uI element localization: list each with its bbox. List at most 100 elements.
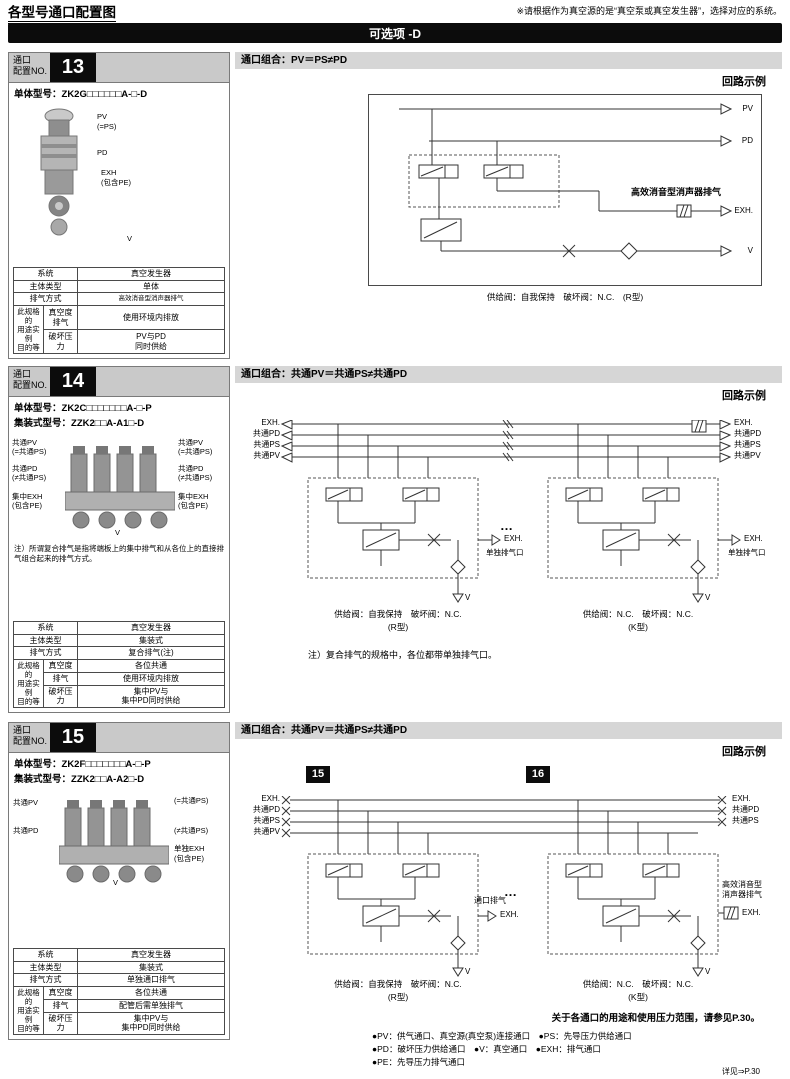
spec-label: 排气方式 (13, 973, 78, 987)
see-more-ref: 详见⇒P.30 (721, 1067, 760, 1076)
fig-label: (=共通PS) (174, 796, 209, 805)
spec-table: 系统真空发生器 主体类型集装式 排气方式复合排气(注) 此规格的 用途实例 目的… (13, 621, 225, 708)
model-value: ZZK2□□A-A1□-D (71, 418, 145, 429)
port-legend: ●PV：供气通口、真空源(真空泵)连接通口 ●PS：先导压力供给通口 ●PD：破… (372, 1030, 632, 1070)
panel-header: 通口 配置NO. 14 (9, 367, 229, 397)
spec-usage-label: 此规格的 用途实例 目的等 (13, 659, 44, 708)
circuit-note-14: 注）复合排气的规格中，各位都带单独排气口。 (308, 650, 498, 660)
fig-label: (=共通PS) (178, 447, 213, 456)
fig-label: (包含PE) (178, 501, 208, 510)
port-label-pd: PD (741, 136, 753, 145)
fig-label-pv: PV (97, 112, 108, 121)
spec-value: 配管后需单独排气 (77, 998, 225, 1013)
fig-label: (≠共通PS) (178, 473, 213, 482)
port-label-v: V (705, 593, 711, 602)
valve-caption: 供给阀：自我保持 破坏阀：N.C. (R型) (334, 609, 462, 632)
port-label-exh: EXH. (734, 206, 753, 215)
panel-header-label: 通口 配置NO. (13, 55, 48, 77)
panel-header-label: 通口 配置NO. (13, 725, 48, 747)
page-title-text: 各型号通口配置图 (8, 5, 116, 24)
model-line: 集装式型号：ZZK2□□A-A2□-D (9, 770, 229, 785)
model-label: 集装式型号： (14, 418, 72, 429)
fig-label-v: V (113, 878, 119, 887)
bus-label: 共通PD (732, 805, 760, 814)
product-figure: 共通PV 共通PD (=共通PS) (≠共通PS) 单独EXH (包含PE) V (9, 788, 229, 890)
spec-value: 使用环境内排放 (77, 305, 225, 330)
product-image (65, 445, 175, 529)
circuit-area-15: EXH. 共通PD 共通PS 共通PV EXH. 共通PD 共通PS … 通口排… (238, 794, 782, 1008)
ellipsis: … (500, 518, 513, 533)
spec-value: 复合排气(注) (77, 646, 225, 660)
model-label: 单体型号： (14, 759, 62, 770)
model-line: 单体型号：ZK2G□□□□□□A-□-D (9, 83, 229, 100)
bus-label: EXH. (734, 418, 753, 427)
legend-line: ●PV：供气通口、真空源(真空泵)连接通口 ●PS：先导压力供给通口 (372, 1031, 632, 1041)
product-image (40, 108, 78, 236)
exhaust-label: EXH. (500, 910, 519, 919)
spec-value: 各位共通 (77, 986, 225, 1000)
bus-label: 共通PS (253, 816, 280, 825)
model-value: ZK2C□□□□□□□A-□-P (61, 403, 152, 414)
spec-sublabel: 真空度 (43, 986, 78, 1000)
port-combo-bar-13: 通口组合：PV＝PS≠PD (235, 52, 782, 69)
fig-label-pd: PD (97, 148, 108, 157)
spec-sublabel: 真空度 (43, 659, 78, 673)
port-combo-bar-14: 通口组合：共通PV＝共通PS≠共通PD (235, 366, 782, 383)
fig-label: 共通PD (13, 826, 39, 835)
config-number: 13 (50, 53, 97, 82)
model-label: 单体型号： (14, 89, 62, 100)
spec-sublabel: 破坏压力 (43, 1011, 78, 1035)
spec-value: 各位共通 (77, 659, 225, 673)
spec-sublabel: 排气 (43, 998, 78, 1013)
spec-label: 系统 (13, 948, 78, 962)
spec-table: 系统真空发生器 主体类型集装式 排气方式单独通口排气 此规格的 用途实例 目的等… (13, 948, 225, 1035)
config-panel-15: 通口 配置NO. 15 单体型号：ZK2F□□□□□□□A-□-P 集装式型号：… (8, 722, 230, 1040)
product-image (59, 799, 169, 883)
circuit-example-title-13: 回路示例 (722, 76, 766, 88)
model-line: 单体型号：ZK2F□□□□□□□A-□-P (9, 753, 229, 770)
spec-value: 集装式 (77, 633, 225, 648)
exhaust-sublabel: 单独排气口 (486, 548, 524, 557)
spec-value: 真空发生器 (77, 267, 225, 281)
spec-usage-label: 此规格的 用途实例 目的等 (13, 305, 44, 354)
spec-sublabel: 排气 (43, 671, 78, 686)
valve-caption: 供给阀：N.C. 破坏阀：N.C. (K型) (582, 979, 694, 1002)
valve-caption: 供给阀：自我保持 破坏阀：N.C. (R型) (334, 979, 462, 1002)
fig-label: 共通PD (12, 464, 38, 473)
port-label-v: V (465, 593, 471, 602)
port-label-v: V (747, 246, 753, 255)
fig-label: (包含PE) (174, 854, 204, 863)
spec-value: 高效消音型消声器排气 (77, 292, 225, 306)
panel-header: 通口 配置NO. 15 (9, 723, 229, 753)
fig-label-v: V (115, 528, 121, 537)
spec-table: 系统真空发生器 主体类型单体 排气方式高效消音型消声器排气 此规格的 用途实例 … (13, 267, 225, 354)
spec-value: 集中PV与 集中PD同时供给 (77, 684, 225, 708)
spec-label: 主体类型 (13, 633, 78, 648)
spec-value: 真空发生器 (77, 948, 225, 962)
bus-label: 共通PD (734, 429, 762, 438)
bus-label: EXH. (261, 418, 280, 427)
config-number: 15 (50, 723, 97, 752)
circuit-art-14 (280, 420, 741, 603)
bottom-note: 关于各通口的用途和使用压力范围，请参见P.30。 (551, 1013, 760, 1024)
fig-label: (=共通PS) (12, 447, 47, 456)
spec-value: 集装式 (77, 960, 225, 975)
page-title: 各型号通口配置图 (8, 1, 116, 24)
port-label-v: V (705, 967, 711, 976)
port-label-v: V (465, 967, 471, 976)
circuit-example-title-14: 回路示例 (722, 390, 766, 402)
spec-sublabel: 真空度 排气 (43, 305, 78, 330)
fig-label: 共通PD (178, 464, 204, 473)
port-combo-bar-15: 通口组合：共通PV＝共通PS≠共通PD (235, 722, 782, 739)
bus-label: 共通PS (732, 816, 759, 825)
ellipsis: … (504, 884, 517, 899)
valve-caption: 供给阀：N.C. 破坏阀：N.C. (K型) (582, 609, 694, 632)
option-banner: 可选项 -D (8, 23, 782, 43)
spec-table-wrap: 系统真空发生器 主体类型集装式 排气方式单独通口排气 此规格的 用途实例 目的等… (13, 948, 225, 1035)
spec-sublabel: 破坏压力 (43, 684, 78, 708)
model-value: ZK2G□□□□□□A-□-D (61, 89, 148, 100)
spec-table-wrap: 系统真空发生器 主体类型单体 排气方式高效消音型消声器排气 此规格的 用途实例 … (13, 267, 225, 354)
fig-label: 集中EXH (12, 492, 43, 501)
spec-value: 真空发生器 (77, 621, 225, 635)
